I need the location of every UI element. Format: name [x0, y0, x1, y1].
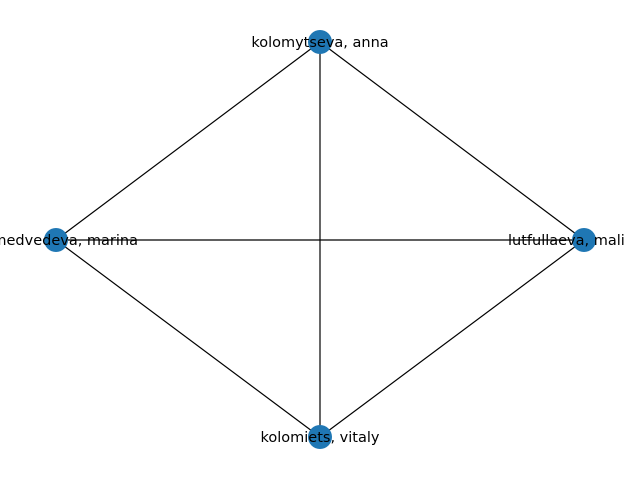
- node-left: [44, 228, 68, 252]
- edge-layer: [55, 41, 585, 438]
- node-top: [308, 30, 332, 54]
- node-label-left: medvedeva, marina: [0, 233, 138, 249]
- node-label-bottom: kolomiets, vitaly: [261, 430, 380, 446]
- label-layer: kolomytseva, anna medvedeva, marina lutf…: [0, 35, 625, 446]
- edge-right-bottom: [319, 239, 585, 438]
- node-label-right: lutfullaeva, mali: [508, 233, 625, 249]
- edge-top-left: [55, 41, 321, 241]
- node-label-top: kolomytseva, anna: [251, 35, 388, 51]
- node-layer: [44, 30, 596, 449]
- edge-left-bottom: [55, 239, 321, 438]
- node-bottom: [308, 425, 332, 449]
- node-right: [572, 228, 596, 252]
- edge-top-right: [319, 41, 585, 241]
